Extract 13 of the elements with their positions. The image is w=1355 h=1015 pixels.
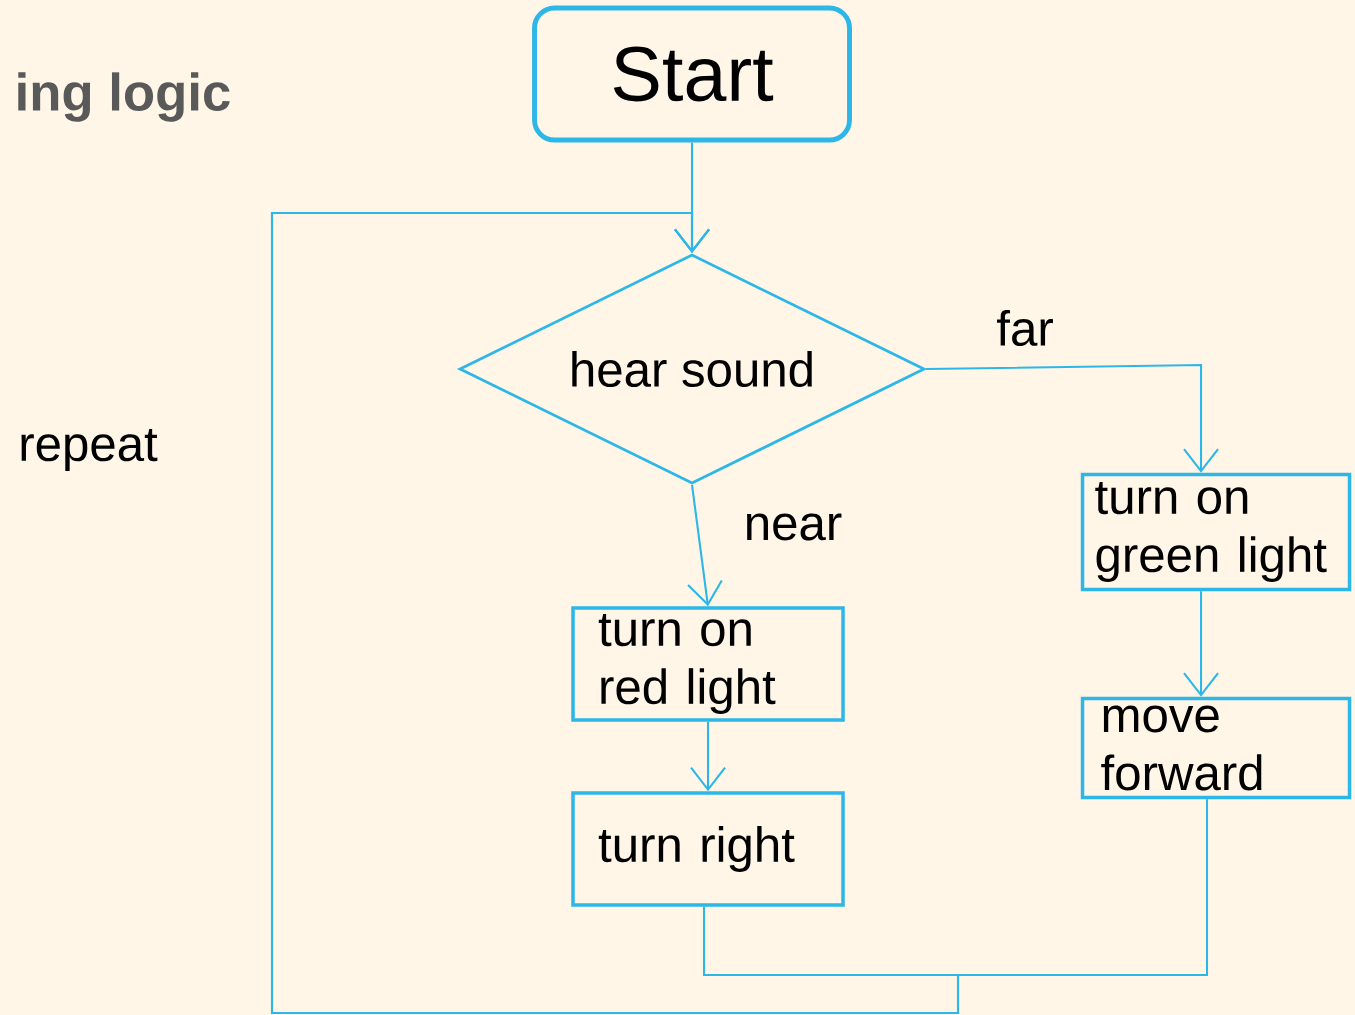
- process-box: turn right: [571, 791, 845, 907]
- arrow: [925, 363, 1219, 473]
- edge-label: near: [740, 510, 846, 544]
- process-box: move forward: [1080, 696, 1352, 800]
- title: ing logic: [18, 72, 230, 122]
- edge-label: far: [992, 306, 1058, 350]
- arrow: [687, 484, 723, 607]
- arrow: [1183, 591, 1219, 697]
- start-box: Start: [532, 5, 852, 143]
- arrow: [270, 211, 1209, 1015]
- process-box: turn on red light: [571, 606, 845, 722]
- process-box: turn on green light: [1080, 472, 1352, 592]
- loop-label: repeat: [21, 429, 158, 471]
